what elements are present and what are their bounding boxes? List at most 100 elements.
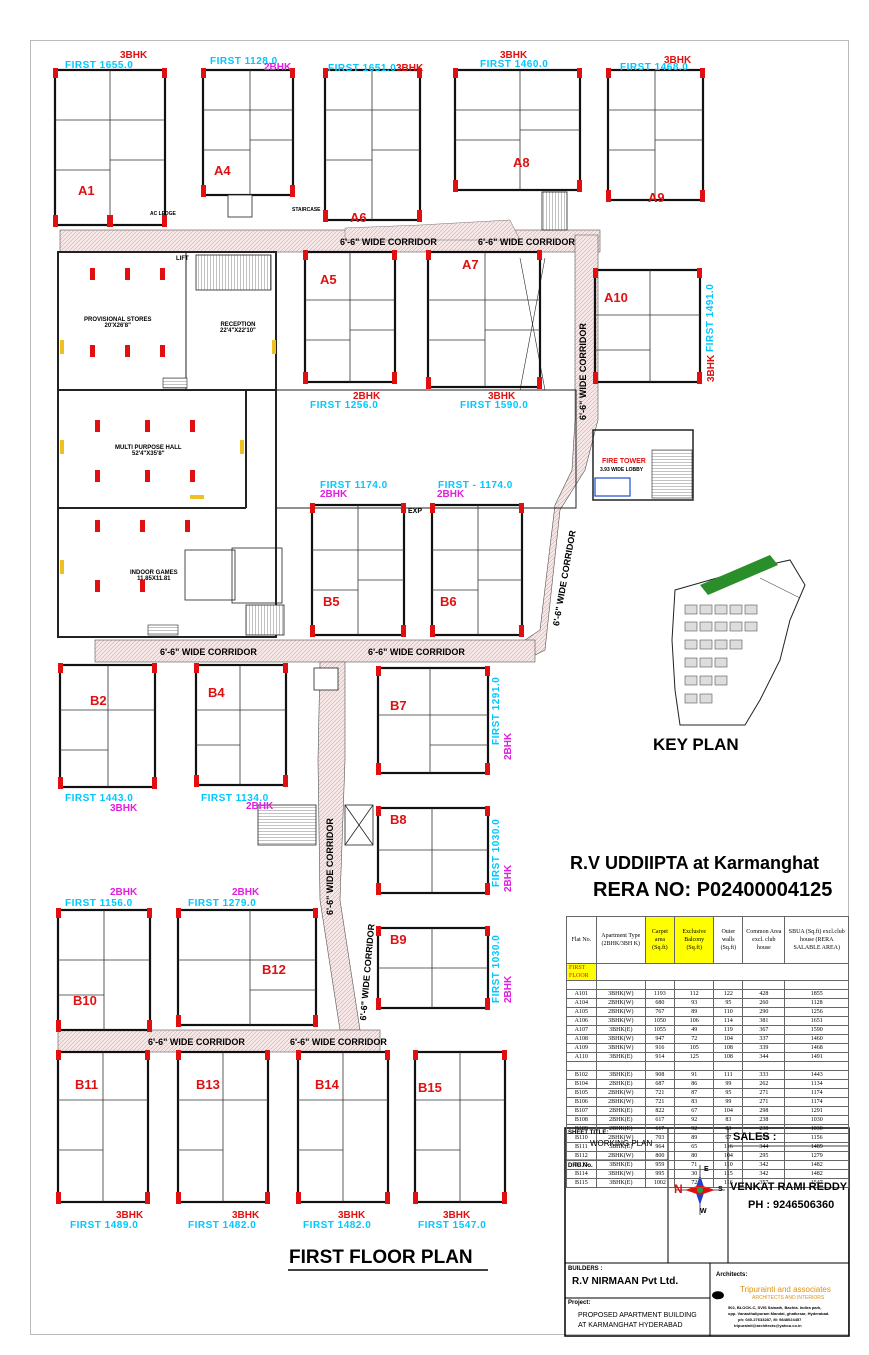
table-cell: B112 <box>566 1151 597 1161</box>
sheet-title-label: SHEET TITLE: <box>568 1130 609 1136</box>
table-cell: 114 <box>713 1016 744 1026</box>
compass-s: S <box>718 1186 723 1193</box>
fire-lobby-label: 3.93 WIDE LOBBY <box>600 467 644 473</box>
table-cell: 83 <box>713 1115 744 1125</box>
table-cell: 2BHK(W) <box>595 1151 646 1161</box>
table-cell: B102 <box>566 1070 597 1080</box>
unit-a1-bhk: 3BHK <box>120 50 148 61</box>
table-cell: A110 <box>566 1052 597 1062</box>
table-cell-empty <box>595 1061 646 1071</box>
architect-logo-icon: ⬬ <box>712 1287 724 1303</box>
unit-b4-area: FIRST 1134.0 <box>201 793 269 804</box>
col-sbua: SBUA (Sq.ft) excl.club house (RERA SALAB… <box>784 916 849 964</box>
sales-label: SALES : <box>733 1131 777 1143</box>
unit-a7-bhk: 3BHK <box>488 391 516 402</box>
section-spacer <box>595 963 850 981</box>
provisional-stores-label: PROVISIONAL STORES <box>84 317 152 323</box>
builders-label: BUILDERS : <box>568 1266 603 1272</box>
table-cell: 271 <box>742 1097 786 1107</box>
unit-b5-id: B5 <box>323 594 340 609</box>
table-cell-empty <box>566 1061 597 1071</box>
col-flat-no: Flat No. <box>566 916 597 964</box>
architect-phone: ph: 040-27633287, M: 9848024457 <box>738 1317 802 1322</box>
table-cell: 995 <box>644 1169 675 1179</box>
unit-b9-id: B9 <box>390 932 407 947</box>
unit-b6-bhk: 2BHK <box>437 489 465 500</box>
unit-b12-bhk: 2BHK <box>232 887 260 898</box>
table-cell: 95 <box>713 998 744 1008</box>
unit-b8-id: B8 <box>390 812 407 827</box>
table-cell: 92 <box>673 1124 715 1134</box>
unit-b9-area: FIRST 1030.0 <box>491 934 502 1003</box>
architect-address-1: 502, BLOCK-C, SVIS Sainath, Bachla. Indi… <box>728 1305 822 1310</box>
table-cell: 3BHK(E) <box>595 1178 646 1188</box>
table-cell: 914 <box>644 1052 675 1062</box>
table-cell: 1651 <box>784 1016 849 1026</box>
unit-b8-area: FIRST 1030.0 <box>491 818 502 887</box>
compass-w: W <box>700 1208 707 1215</box>
sales-phone: PH : 9246506360 <box>748 1199 835 1211</box>
table-cell: 104 <box>713 1106 744 1116</box>
unit-a8-id: A8 <box>513 155 530 170</box>
table-cell: 86 <box>673 1079 715 1089</box>
table-cell: A107 <box>566 1025 597 1035</box>
table-cell: 908 <box>644 1070 675 1080</box>
table-cell: 367 <box>742 1025 786 1035</box>
table-cell: 1468 <box>784 1043 849 1053</box>
table-cell: 83 <box>673 1097 715 1107</box>
table-cell: 119 <box>713 1025 744 1035</box>
table-cell: 337 <box>742 1034 786 1044</box>
unit-b15-area: FIRST 1547.0 <box>418 1220 487 1231</box>
col-balcony: Exclusive Balcony (Sq.ft) <box>673 916 715 964</box>
corridor-label-bottom-right: 6'-6" WIDE CORRIDOR <box>290 1037 387 1047</box>
table-cell: A104 <box>566 998 597 1008</box>
corridor-label-top-right: 6'-6" WIDE CORRIDOR <box>478 237 575 247</box>
unit-b12-area: FIRST 1279.0 <box>188 898 257 909</box>
unit-a4-area: FIRST 1128.0 <box>210 56 278 67</box>
table-cell: 87 <box>673 1088 715 1098</box>
col-carpet-area: Carpet area (Sq.ft) <box>644 916 675 964</box>
corridor-label-bottom-left: 6'-6" WIDE CORRIDOR <box>148 1037 245 1047</box>
table-cell: 339 <box>742 1043 786 1053</box>
corridors <box>57 219 601 1053</box>
table-cell: 260 <box>742 998 786 1008</box>
table-cell-empty <box>673 1061 715 1071</box>
table-cell: 3BHK(E) <box>595 1052 646 1062</box>
floor-plan-title: FIRST FLOOR PLAN <box>289 1247 473 1268</box>
unit-b2-id: B2 <box>90 693 107 708</box>
section-label: FIRST FLOOR <box>566 963 597 981</box>
unit-a1-area: FIRST 1655.0 <box>65 60 134 71</box>
table-cell: 947 <box>644 1034 675 1044</box>
table-cell: 1055 <box>644 1025 675 1035</box>
unit-a6-id: A6 <box>350 210 367 225</box>
table-cell: 1443 <box>784 1070 849 1080</box>
table-cell: 99 <box>713 1097 744 1107</box>
table-cell-empty <box>644 980 675 990</box>
table-cell: 65 <box>673 1142 715 1152</box>
unit-a10-area: FIRST 1491.0 <box>705 283 716 352</box>
stair-blocks <box>227 191 568 846</box>
unit-b15-id: B15 <box>418 1080 442 1095</box>
unit-b8-bhk: 2BHK <box>503 864 514 892</box>
table-cell: 344 <box>742 1052 786 1062</box>
project-title: R.V UDDIIPTA at Karmanghat <box>570 853 820 873</box>
table-cell: 110 <box>713 1160 744 1170</box>
table-cell-empty <box>713 1061 744 1071</box>
unit-b10-area: FIRST 1156.0 <box>65 898 133 909</box>
table-cell: A108 <box>566 1034 597 1044</box>
unit-a8-area: FIRST 1460.0 <box>480 59 549 70</box>
unit-b10-bhk: 2BHK <box>110 887 138 898</box>
fire-tower-label: FIRE TOWER <box>602 458 646 465</box>
table-cell: 238 <box>742 1115 786 1125</box>
unit-a9-area: FIRST 1468.0 <box>620 62 689 73</box>
table-cell-empty <box>644 1061 675 1071</box>
unit-b14-area: FIRST 1482.0 <box>303 1220 372 1231</box>
sheet-border <box>30 40 849 1335</box>
table-cell: 721 <box>644 1097 675 1107</box>
key-plan-title: KEY PLAN <box>653 735 739 754</box>
